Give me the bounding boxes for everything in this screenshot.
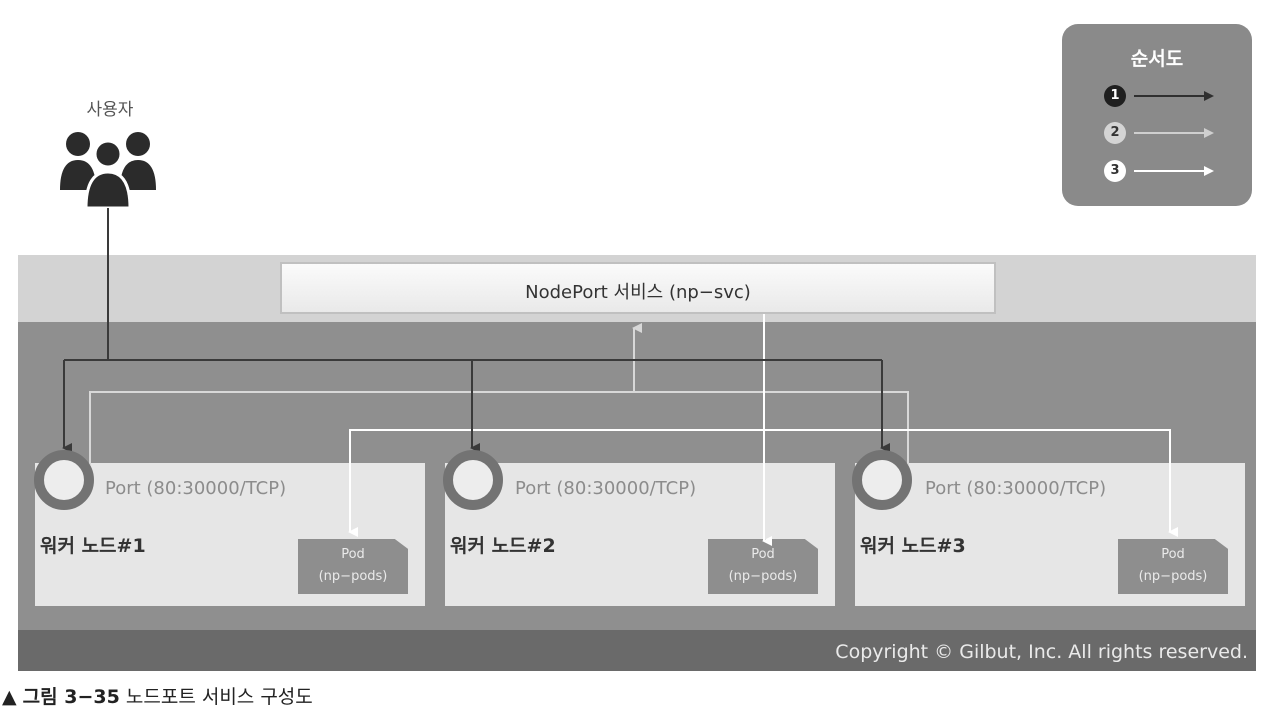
node-name: 워커 노드#2 [450,535,556,557]
pod-box: Pod (np−pods) [1118,539,1228,594]
legend-number: 3 [1104,160,1126,182]
legend-box: 순서도 1 2 3 [1062,24,1252,206]
node-port-label: Port (80:30000/TCP) [925,478,1107,499]
arrow-right-icon [1134,91,1214,101]
legend-title: 순서도 [1130,48,1184,70]
pod-sub-label: (np−pods) [1138,569,1208,584]
pod-sub-label: (np−pods) [318,569,388,584]
caption-marker-icon: ▲ [2,686,17,708]
pod-label: Pod [341,547,365,562]
legend-number: 2 [1104,122,1126,144]
pod-box: Pod (np−pods) [298,539,408,594]
pod-label: Pod [1161,547,1185,562]
copyright-text: Copyright © Gilbut, Inc. All rights rese… [835,641,1248,663]
legend-number: 1 [1104,85,1126,107]
caption-figure-number: 그림 3−35 [22,686,120,708]
caption-text: 노드포트 서비스 구성도 [125,686,313,708]
node-port-ring-3 [852,450,912,510]
arrow-right-icon [1134,128,1214,138]
worker-node-2: Port (80:30000/TCP) 워커 노드#2 Pod (np−pods… [445,463,835,606]
users-icon [60,132,156,208]
service-label: NodePort 서비스 (np−svc) [525,282,751,303]
node-port-ring-1 [34,450,94,510]
node-port-label: Port (80:30000/TCP) [105,478,287,499]
legend-item-2: 2 [1104,122,1214,146]
copyright-bar [18,630,1256,671]
node-name: 워커 노드#1 [40,535,146,557]
node-port-ring-2 [443,450,503,510]
pod-box: Pod (np−pods) [708,539,818,594]
worker-node-3: Port (80:30000/TCP) 워커 노드#3 Pod (np−pods… [855,463,1245,606]
legend-item-3: 3 [1104,160,1214,184]
pod-sub-label: (np−pods) [728,569,798,584]
arrow-right-icon [1134,166,1214,176]
user-label: 사용자 [86,100,134,120]
figure-caption: ▲ 그림 3−35 노드포트 서비스 구성도 [2,682,313,709]
pod-label: Pod [751,547,775,562]
legend-item-1: 1 [1104,85,1214,109]
node-name: 워커 노드#3 [860,535,966,557]
node-port-label: Port (80:30000/TCP) [515,478,697,499]
